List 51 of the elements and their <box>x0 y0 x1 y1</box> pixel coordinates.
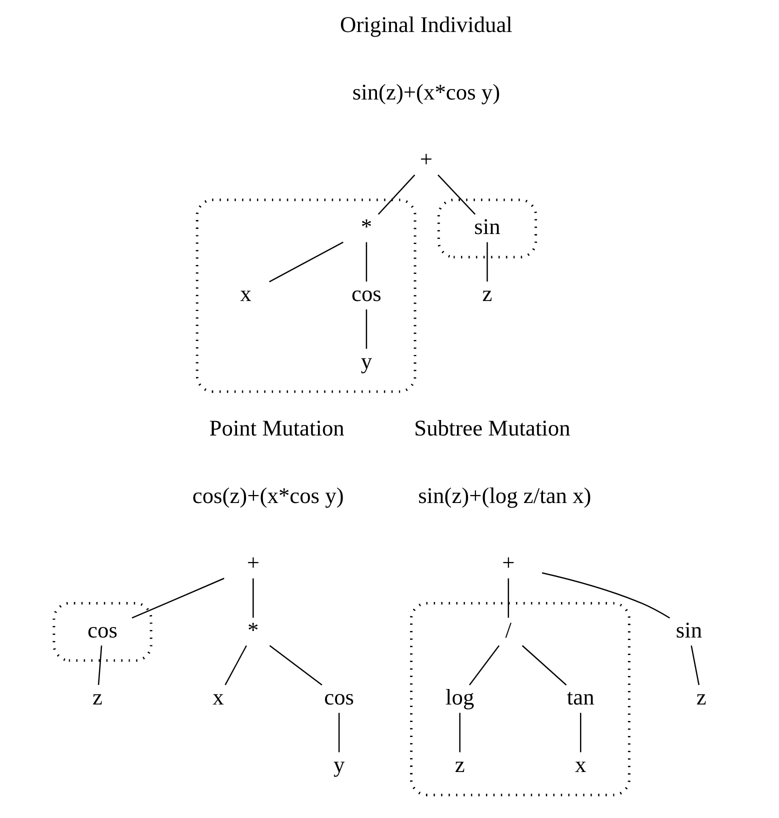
node-text: x <box>575 752 586 777</box>
label: Point Mutation <box>209 416 344 441</box>
connector <box>469 645 500 686</box>
cluster <box>410 602 630 796</box>
cluster <box>52 602 152 662</box>
connector <box>269 242 344 282</box>
connector <box>438 174 476 215</box>
node-text: cos <box>324 684 354 710</box>
node-text: x <box>240 281 252 306</box>
node-text: cos <box>88 617 118 642</box>
connector <box>366 309 368 349</box>
cluster <box>196 198 416 393</box>
connector <box>132 578 224 619</box>
node-text: x <box>212 684 224 710</box>
node-text: * <box>248 617 259 642</box>
label: Subtree Mutation <box>414 416 570 441</box>
label: sin(z)+(log z/tan x) <box>418 482 592 508</box>
connector <box>269 645 322 686</box>
node-text: y <box>333 752 345 777</box>
node-text: * <box>360 214 372 239</box>
connector <box>459 712 460 752</box>
label: sin(z)+(x*cos y) <box>352 79 500 104</box>
connector <box>508 578 510 618</box>
node-text: + <box>420 146 433 172</box>
connector <box>542 572 670 619</box>
node-text: z <box>696 684 706 710</box>
node-text: tan <box>566 684 594 710</box>
node-text: / <box>505 617 512 642</box>
connector <box>580 712 582 752</box>
node-text: z <box>92 684 102 710</box>
node-text: sin <box>676 617 702 642</box>
node-text: sin <box>474 214 500 239</box>
connector <box>486 242 488 282</box>
node-text: log <box>446 684 474 710</box>
node-text: + <box>246 550 260 576</box>
node-text: + <box>502 550 515 576</box>
connector <box>338 712 340 752</box>
node-text: z <box>454 752 465 777</box>
connector <box>378 174 416 215</box>
label: Original Individual <box>340 12 512 38</box>
node-text: cos <box>352 281 382 306</box>
connector <box>522 645 567 686</box>
connector <box>366 242 368 282</box>
node-text: z <box>482 281 492 306</box>
connector <box>690 646 700 686</box>
cluster <box>437 198 538 258</box>
connector <box>98 646 102 686</box>
connector <box>252 578 254 618</box>
label: cos(z)+(x*cos y) <box>192 482 344 508</box>
connector <box>224 645 247 686</box>
node-text: y <box>360 348 372 374</box>
